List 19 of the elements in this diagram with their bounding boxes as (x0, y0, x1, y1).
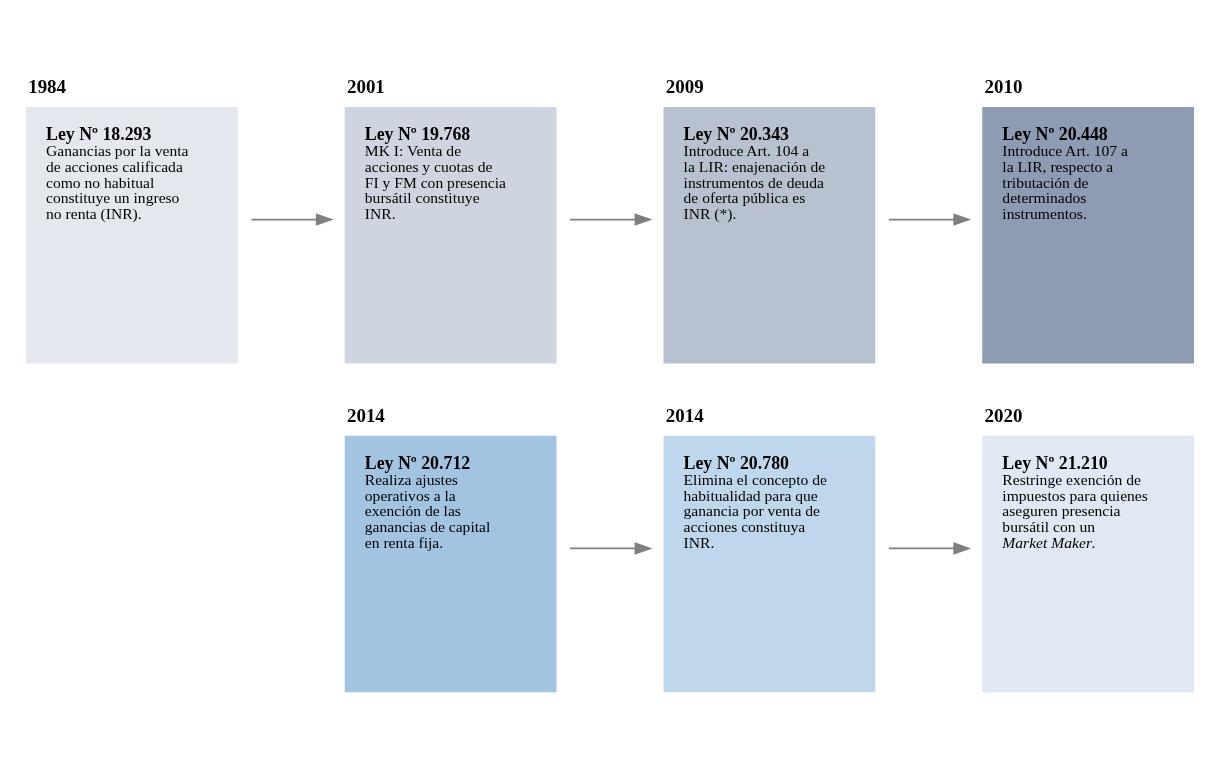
node-box: Ley Nº 20.780 Elimina el concepto de habitualidad para que ganancia por venta de acciones constituya INR. (663, 435, 876, 692)
arrow (569, 212, 653, 226)
arrow (569, 541, 653, 555)
node-label: 2010 (984, 75, 1023, 97)
node-label: 1984 (28, 75, 67, 97)
node-label: 2014 (665, 404, 704, 426)
node-box: Ley Nº 20.343 Introduce Art. 104 a la LIR: enajenación de instrumentos de deuda de oferta pública es INR (*). (663, 106, 876, 363)
node-box: Ley Nº 19.768 MK I: Venta de acciones y cuotas de FI y FM con presencia bursátil constituye INR. (344, 106, 557, 363)
arrow (250, 212, 334, 226)
node-label: 2009 (665, 75, 704, 97)
node-label: 2014 (346, 404, 385, 426)
node-box: Ley Nº 21.210 Restringe exención de impuestos para quienes aseguren presencia bursátil con un Market Maker. (982, 435, 1195, 692)
node-box: Ley Nº 18.293 Ganancias por la venta de acciones calificada como no habitual constituye un ingreso no renta (INR). (25, 106, 238, 363)
node-box: Ley Nº 20.712 Realiza ajustes operativos a la exención de las ganancias de capital en renta fija. (344, 435, 557, 692)
node-label: 2001 (346, 75, 385, 97)
node-label: 2020 (984, 404, 1023, 426)
node-box: Ley Nº 20.448 Introduce Art. 107 a la LIR, respecto a tributación de determinados instrumentos. (982, 106, 1195, 363)
arrow (888, 212, 972, 226)
arrow (888, 541, 972, 555)
